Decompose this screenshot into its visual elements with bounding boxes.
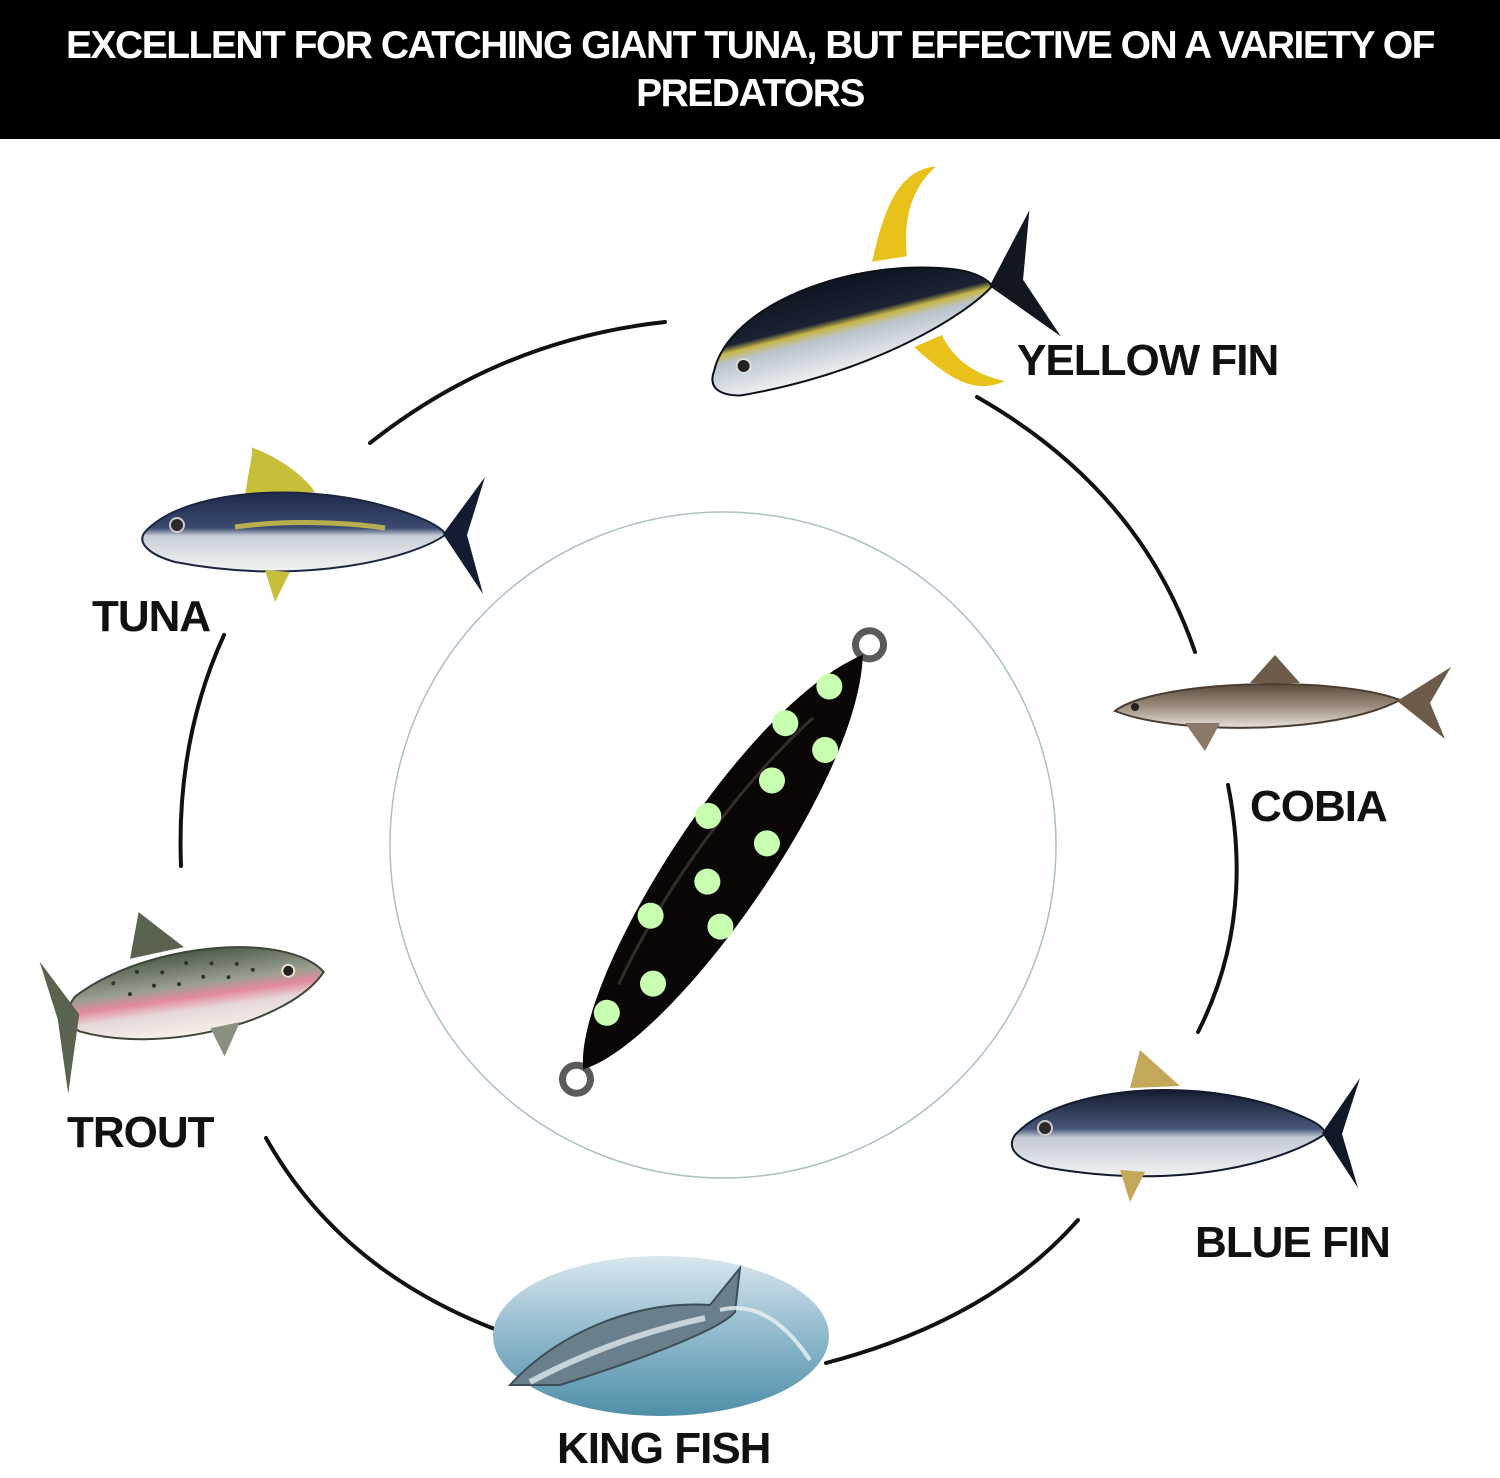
lure-body [582, 654, 863, 1070]
bluefin-dorsal-fin [1130, 1050, 1180, 1088]
label-tuna: TUNA [92, 592, 211, 641]
bluefin-tuna-image [1010, 1050, 1360, 1202]
lure-glow-spot [753, 830, 780, 857]
tuna-image [141, 447, 485, 602]
tuna-eye [169, 517, 185, 533]
lure-glow-spot [694, 868, 721, 895]
lure-glow-spot [707, 913, 734, 940]
lure-glow-spot [593, 999, 620, 1026]
trout-lower-fin [210, 1022, 240, 1057]
cobia-eye [1131, 703, 1139, 711]
bluefin-pelvic-fin [1120, 1170, 1145, 1202]
lure-glow-spot [772, 710, 799, 737]
kingfish-image [493, 1256, 829, 1416]
banner-headline: EXCELLENT FOR CATCHING GIANT TUNA, BUT E… [66, 23, 1435, 115]
cycle-ring [178, 320, 1239, 1365]
label-trout: TROUT [67, 1108, 215, 1157]
tuna-body [141, 491, 447, 573]
tuna-pelvic-fin [265, 570, 290, 602]
lure-glow-spot [640, 970, 667, 997]
ring-arc-trout-to-tuna [178, 633, 226, 868]
label-cobia: COBIA [1250, 782, 1388, 831]
trout-spots [111, 960, 255, 997]
ring-arc-cobia-to-bluefin [1196, 783, 1239, 1034]
yellowfin-tail [989, 210, 1061, 337]
trout-tail [39, 961, 80, 1094]
ring-arc-bluefin-to-kingfish [824, 1218, 1080, 1365]
kingfish-belly [528, 1315, 706, 1385]
tuna-tail [443, 477, 485, 594]
lure-glow-spot [816, 673, 843, 700]
label-blue-fin: BLUE FIN [1195, 1218, 1391, 1267]
header-banner: EXCELLENT FOR CATCHING GIANT TUNA, BUT E… [0, 0, 1500, 139]
ring-arc-yellowfin-to-cobia [975, 395, 1197, 654]
yellowfin-dorsal-fin [872, 166, 937, 262]
ring-arc-tuna-to-yellowfin [368, 320, 667, 445]
tuna-dorsal-fin [245, 447, 315, 496]
yellowfin-anal-fin [914, 335, 1006, 387]
kingfish-body [507, 1264, 742, 1386]
label-yellow-fin: YELLOW FIN [1017, 336, 1279, 385]
lure-glow-spot [812, 736, 839, 763]
tuna-lateral-stripe [234, 520, 386, 531]
trout-body [66, 946, 325, 1041]
trout-dorsal-fin [130, 912, 184, 959]
bluefin-body [1010, 1089, 1327, 1178]
kingfish-splash [719, 1306, 812, 1362]
yellowfin-tuna-image [711, 166, 1061, 397]
trout-image [39, 912, 325, 1094]
bluefin-tail [1322, 1078, 1360, 1188]
lure-highlight [617, 716, 815, 986]
cobia-dorsal-fin [1250, 655, 1300, 683]
bluefin-eye [1037, 1120, 1053, 1136]
lure-glow-spot [637, 902, 664, 929]
yellowfin-eye [735, 357, 752, 374]
lure-glow-spot [695, 802, 722, 829]
label-king-fish: KING FISH [557, 1424, 771, 1473]
cobia-image [1113, 655, 1451, 751]
cobia-tail [1397, 667, 1451, 739]
glow-jig-lure [558, 627, 888, 1097]
cobia-pectoral-fin [1185, 723, 1220, 751]
lure-glow-spot [758, 767, 785, 794]
lure-glow-spots [593, 673, 843, 1026]
ring-arc-kingfish-to-trout [264, 1136, 499, 1332]
cobia-body [1113, 683, 1403, 729]
trout-eye [281, 963, 296, 978]
